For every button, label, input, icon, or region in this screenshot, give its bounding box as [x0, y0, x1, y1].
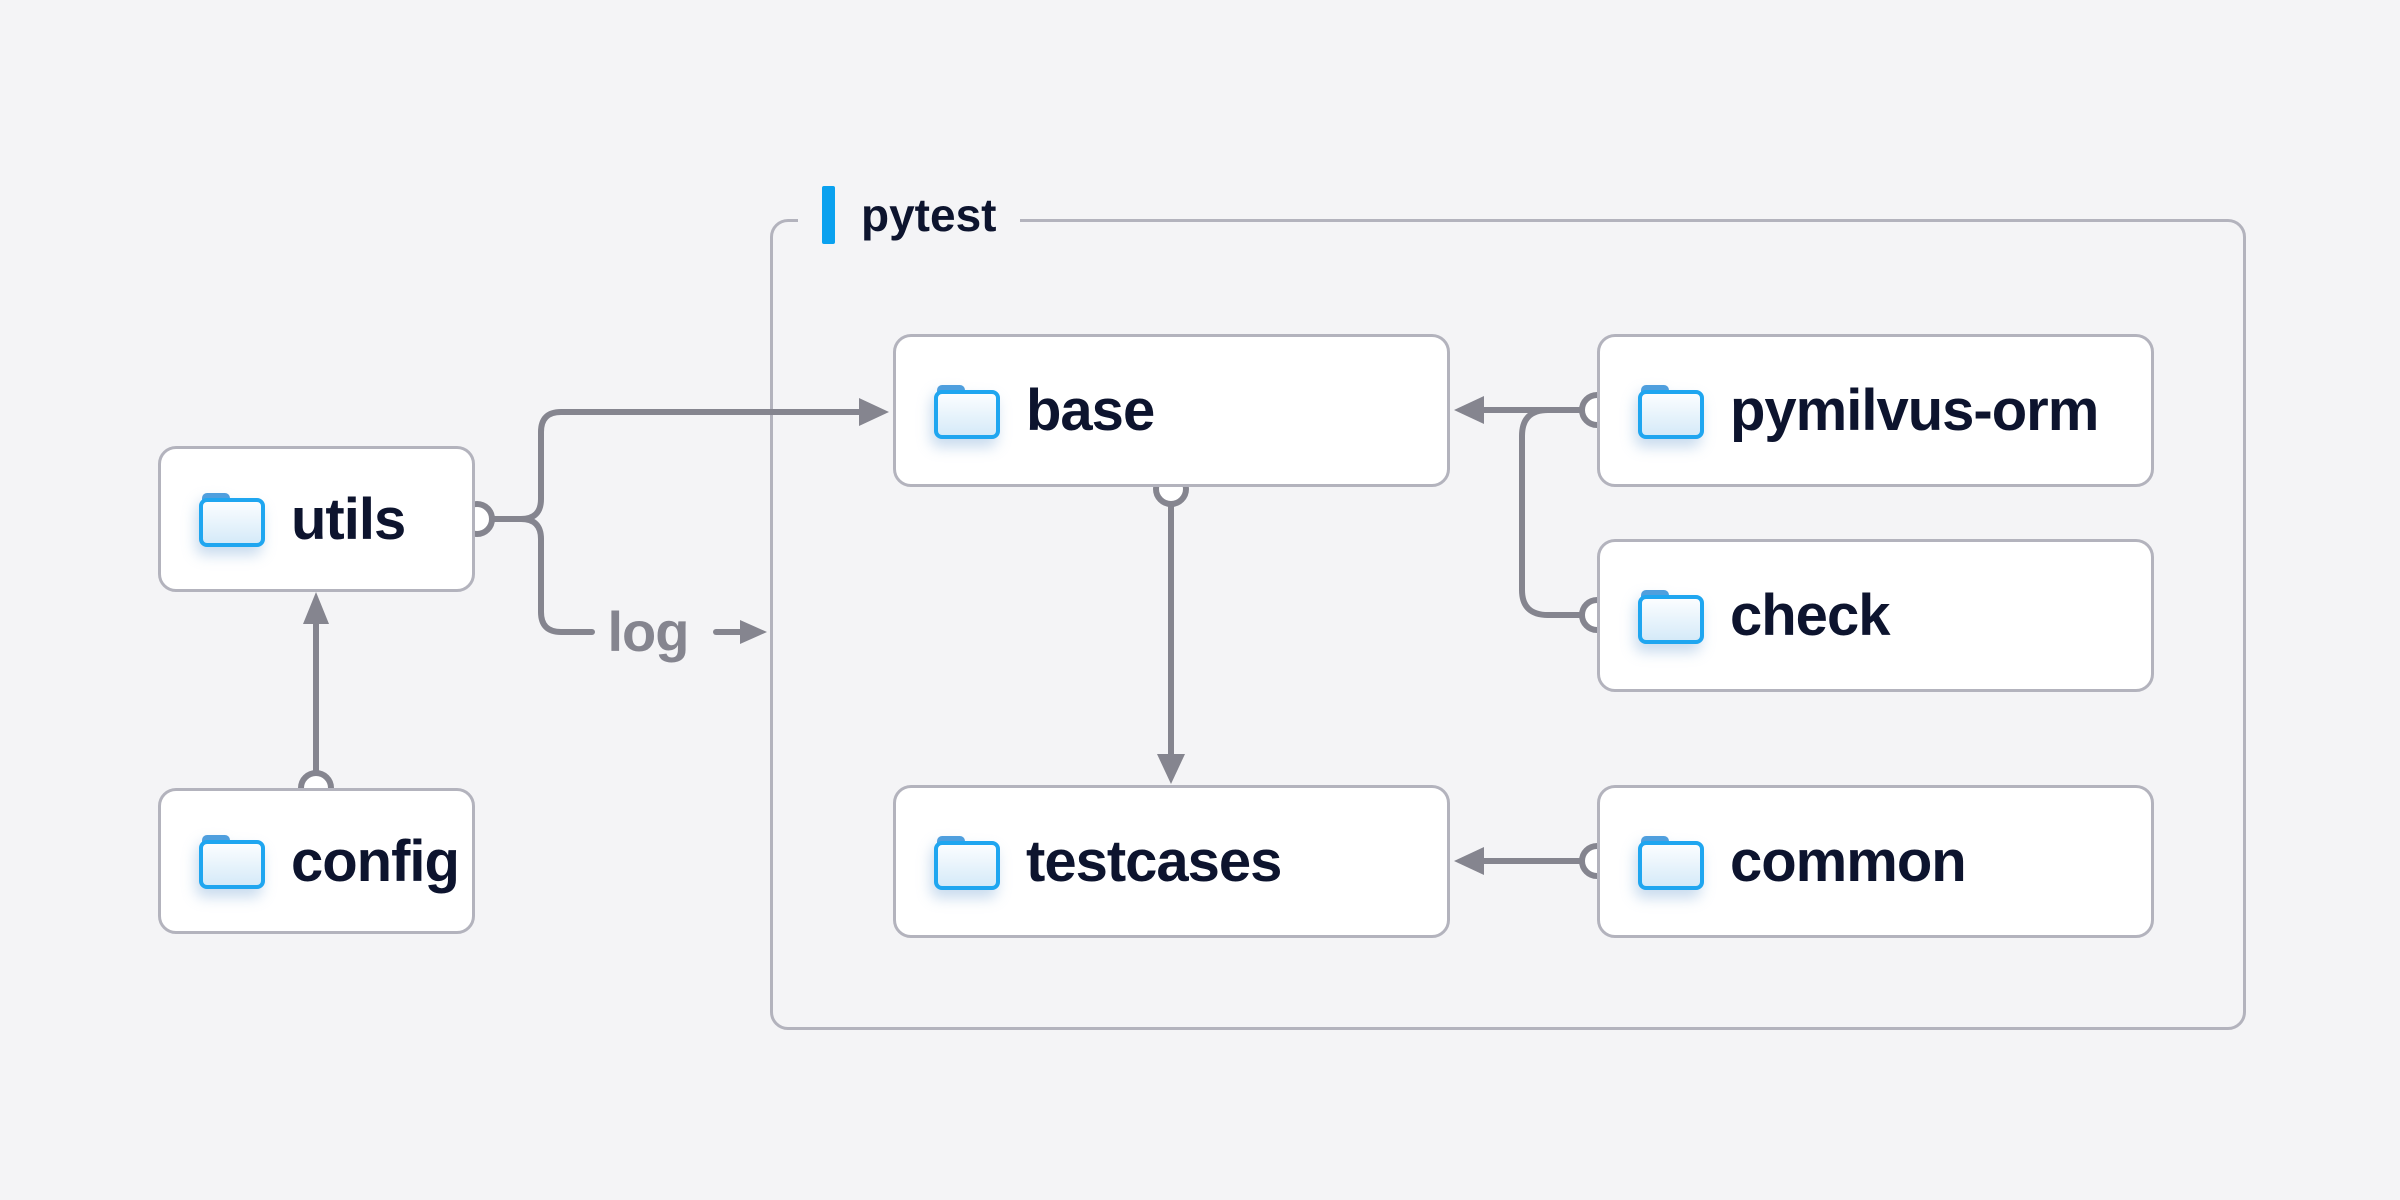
- node-label: config: [291, 828, 460, 894]
- pytest-container: [770, 219, 2246, 1030]
- pytest-container-label: pytest: [798, 183, 1021, 247]
- node-label: common: [1730, 829, 1967, 894]
- node-common: common: [1597, 785, 2154, 938]
- pytest-accent-bar: [822, 186, 835, 244]
- folder-icon: [199, 493, 265, 547]
- node-config: config: [158, 788, 475, 934]
- folder-icon: [1638, 384, 1704, 439]
- edge-utils-base: [489, 409, 865, 522]
- node-pymilvus-orm: pymilvus-orm: [1597, 334, 2154, 487]
- edge-label-log: log: [607, 600, 690, 663]
- node-label: check: [1730, 583, 1890, 648]
- arrowhead-into-testcases-top: [1157, 754, 1185, 784]
- arrowhead-into-base-left: [859, 398, 889, 426]
- folder-icon: [934, 384, 1000, 439]
- pytest-container-title: pytest: [861, 189, 997, 241]
- arrowhead-log: [740, 620, 767, 644]
- node-testcases: testcases: [893, 785, 1450, 938]
- node-label: pymilvus-orm: [1730, 378, 2099, 443]
- node-label: utils: [291, 486, 406, 552]
- node-label: testcases: [1026, 829, 1282, 894]
- arrowhead-into-utils: [303, 592, 329, 624]
- folder-icon: [934, 835, 1000, 890]
- edge-utils-log: [518, 516, 595, 635]
- node-check: check: [1597, 539, 2154, 692]
- folder-icon: [1638, 835, 1704, 890]
- node-label: base: [1026, 378, 1155, 443]
- arrowhead-into-testcases-left: [1454, 847, 1484, 875]
- arrowhead-into-base-right: [1454, 396, 1484, 424]
- node-base: base: [893, 334, 1450, 487]
- folder-icon: [1638, 589, 1704, 644]
- node-utils: utils: [158, 446, 475, 592]
- edge-check-branch: [1519, 407, 1585, 618]
- folder-icon: [199, 835, 265, 889]
